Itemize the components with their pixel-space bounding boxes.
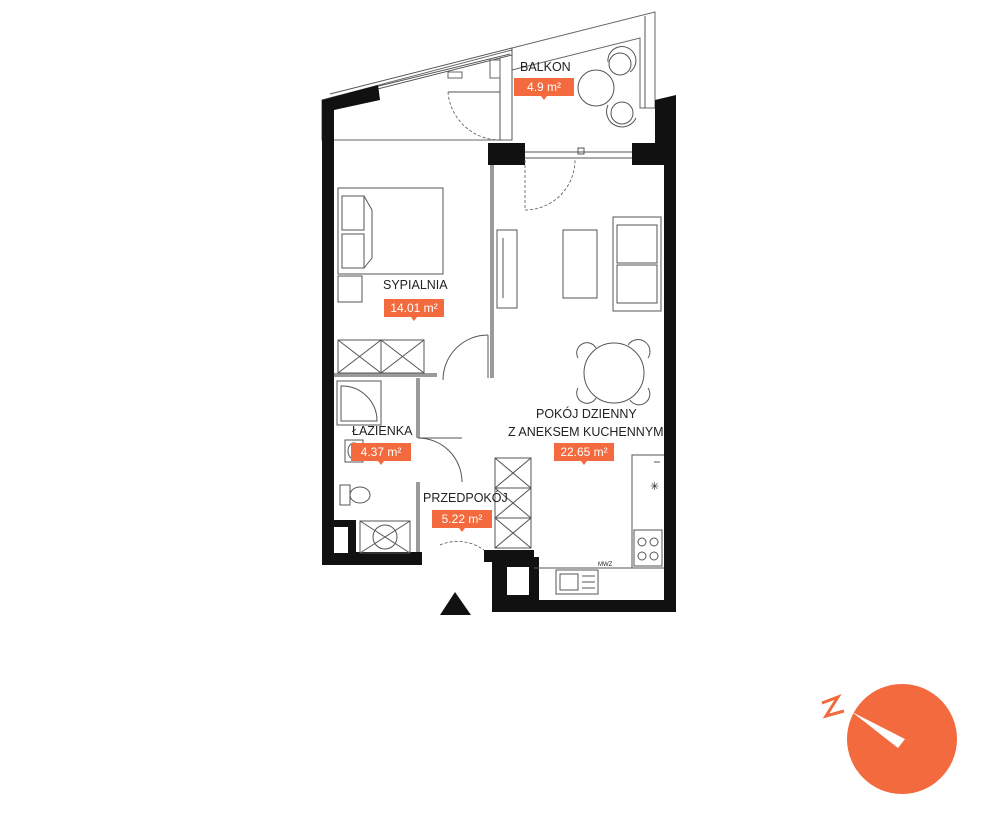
hall-wardrobe-icon xyxy=(494,457,532,549)
dining-table-icon xyxy=(576,339,651,406)
balcony-table-icon xyxy=(577,46,637,128)
area-tag-sypialnia: 14.01 m² xyxy=(384,299,444,321)
tv-unit-icon xyxy=(496,229,518,309)
bed-icon xyxy=(337,187,444,303)
svg-text:14.01 m²: 14.01 m² xyxy=(390,301,437,315)
entrance-arrow-icon xyxy=(440,592,471,615)
area-tag-lazienka: 4.37 m² xyxy=(351,443,411,465)
wardrobe-icon xyxy=(337,339,425,374)
partitions xyxy=(334,147,632,552)
area-tag-przedpokoj: 5.22 m² xyxy=(432,510,492,532)
area-tag-balkon: 4.9 m² xyxy=(514,78,574,100)
room-label-pokoj-line1: POKÓJ DZIENNY xyxy=(536,406,637,421)
svg-text:✳: ✳ xyxy=(650,481,659,493)
coffee-table-icon xyxy=(562,229,598,299)
svg-text:22.65 m²: 22.65 m² xyxy=(560,445,607,459)
toilet-icon xyxy=(339,484,371,506)
outer-walls xyxy=(322,85,676,612)
room-label-balkon: BALKON xyxy=(520,60,571,74)
washer-icon xyxy=(359,520,411,554)
svg-text:4.37 m²: 4.37 m² xyxy=(361,445,402,459)
area-tag-pokoj: 22.65 m² xyxy=(554,443,614,465)
cooktop-icon xyxy=(633,529,663,567)
sink-icon xyxy=(555,569,599,595)
svg-text:4.9 m²: 4.9 m² xyxy=(527,80,561,94)
svg-text:5.22 m²: 5.22 m² xyxy=(442,512,483,526)
doors xyxy=(417,159,576,551)
room-label-przedpokoj: PRZEDPOKÓJ xyxy=(423,490,508,505)
sofa-icon xyxy=(612,216,662,312)
kitchen-note: MWZ xyxy=(598,562,613,568)
room-label-pokoj-line2: Z ANEKSEM KUCHENNYM xyxy=(508,425,664,439)
compass-icon xyxy=(821,684,957,794)
shower-icon xyxy=(336,380,382,426)
room-label-lazienka: ŁAZIENKA xyxy=(352,424,413,438)
kitchen-counter: ✳ xyxy=(534,454,664,569)
room-label-sypialnia: SYPIALNIA xyxy=(383,278,448,292)
